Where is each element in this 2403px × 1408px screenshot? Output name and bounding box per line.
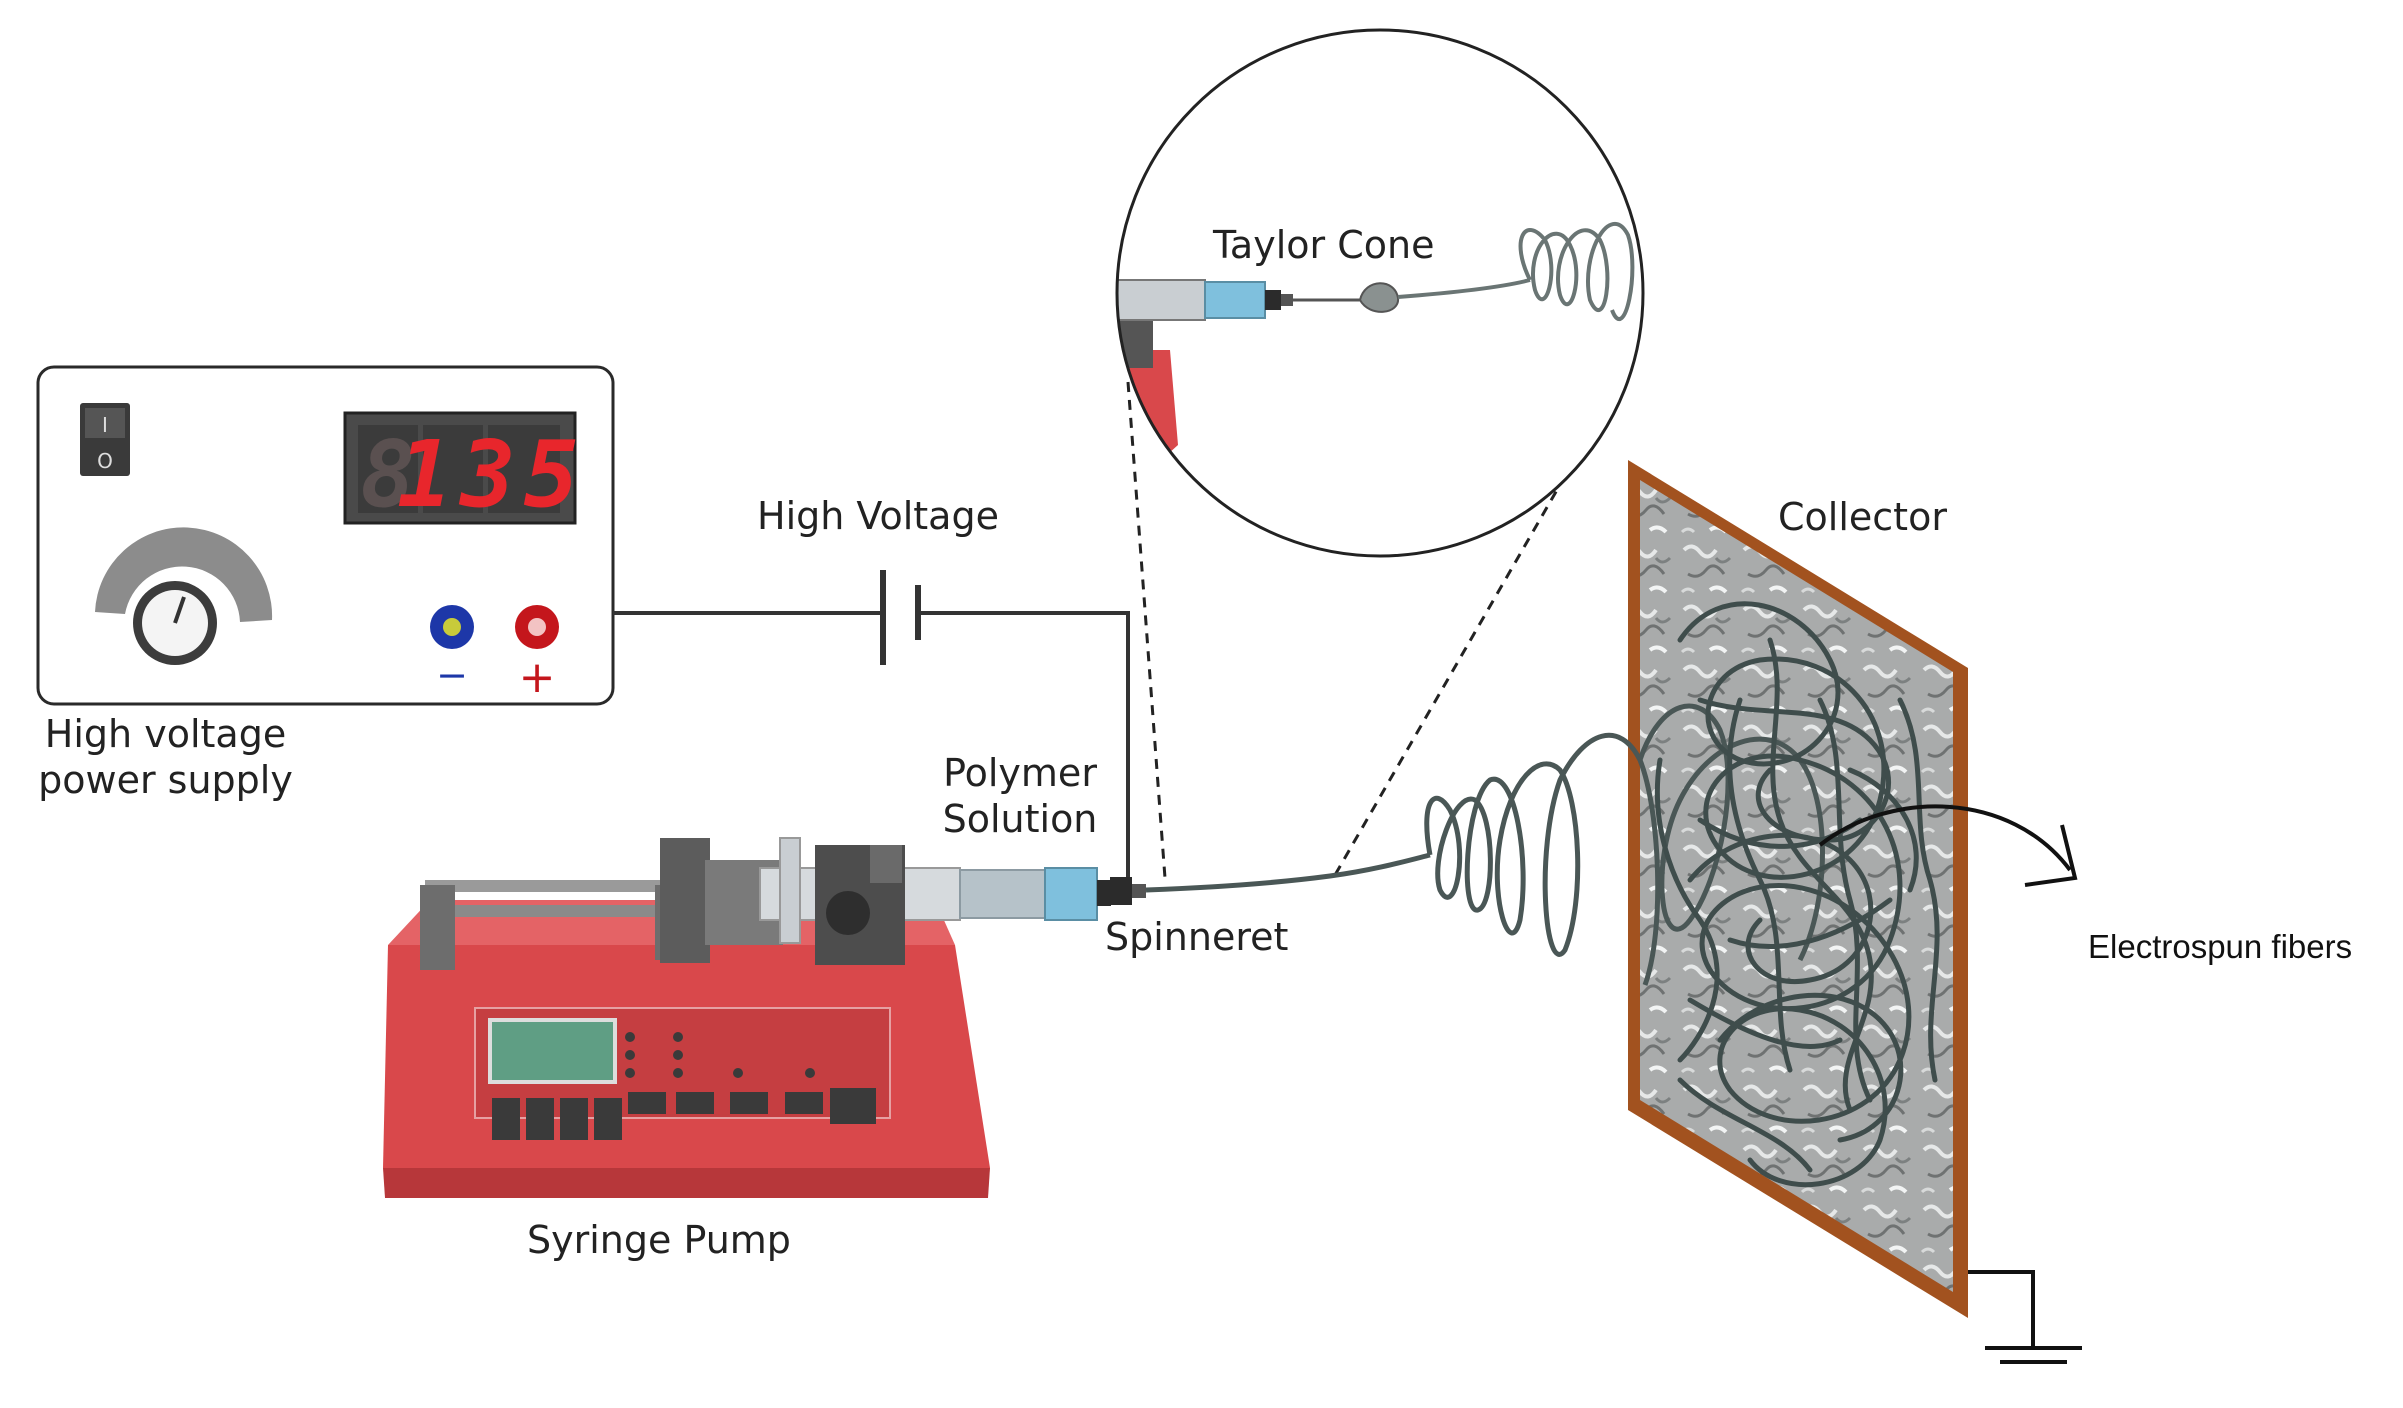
high-voltage-label: High Voltage (757, 494, 999, 538)
taylor-cone-label: Taylor Cone (1213, 223, 1435, 267)
negative-sign: − (436, 653, 468, 697)
display-digits: 135 (397, 421, 587, 528)
ground-symbol (1968, 1270, 2082, 1364)
electrospun-fibers-label: Electrospun fibers (2088, 928, 2353, 965)
spinneret (1110, 877, 1146, 905)
spinneret-label: Spinneret (1105, 915, 1289, 959)
display-ghost-digit: 8 (360, 421, 415, 528)
pump-buttons[interactable] (492, 1088, 876, 1140)
switch-off-label: O (97, 449, 113, 473)
voltage-display: 8 135 (343, 411, 587, 528)
power-switch[interactable]: I O (80, 403, 130, 476)
hv-circuit (613, 570, 1130, 878)
positive-sign: + (519, 652, 556, 703)
syringe-pump (383, 837, 1111, 1198)
power-supply-label-line1: High voltage (44, 712, 287, 756)
power-supply-label-line2: power supply (38, 758, 293, 802)
negative-terminal[interactable]: − (430, 605, 474, 697)
fibers-arrow (1818, 804, 2078, 887)
positive-terminal[interactable]: + (515, 605, 559, 703)
switch-on-label: I (102, 413, 108, 437)
polymer-solution-label-line2: Solution (942, 797, 1098, 841)
polymer-solution-label: Polymer Solution (930, 750, 1110, 842)
fiber-jet (1145, 703, 1825, 986)
syringe-pump-label: Syringe Pump (527, 1218, 791, 1262)
power-supply-label: High voltage power supply (18, 711, 313, 803)
collector-label: Collector (1778, 495, 1947, 539)
power-supply: I O 8 135 − + (36, 365, 615, 706)
zoom-inset (1115, 28, 1645, 558)
polymer-solution-label-line1: Polymer (943, 751, 1097, 795)
voltage-knob[interactable] (95, 527, 273, 665)
